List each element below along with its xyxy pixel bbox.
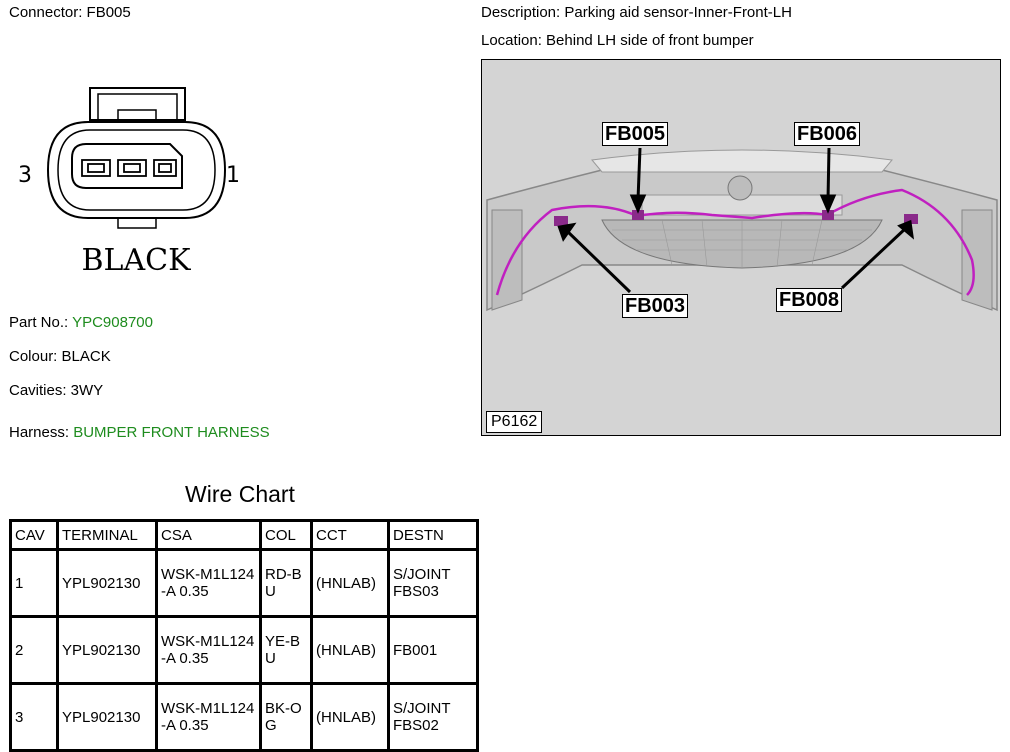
- cell-csa: WSK-M1L124-A 0.35: [155, 682, 262, 752]
- cell-cct: (HNLAB): [310, 615, 390, 685]
- table-row: 2 YPL902130 WSK-M1L124-A 0.35 YE-BU (HNL…: [9, 615, 479, 685]
- harness-row: Harness: BUMPER FRONT HARNESS: [9, 424, 270, 441]
- cell-destn: S/JOINT FBS02: [387, 682, 479, 752]
- header-col: COL: [259, 519, 313, 551]
- cell-col: RD-BU: [259, 548, 313, 618]
- cell-cct: (HNLAB): [310, 682, 390, 752]
- connector-face-diagram: 3 1 BLACK: [18, 87, 240, 278]
- harness-label: Harness:: [9, 424, 74, 441]
- cell-cct: (HNLAB): [310, 548, 390, 618]
- cell-destn: S/JOINT FBS03: [387, 548, 479, 618]
- cell-terminal: YPL902130: [56, 682, 158, 752]
- table-row: 1 YPL902130 WSK-M1L124-A 0.35 RD-BU (HNL…: [9, 548, 479, 618]
- cell-cav: 3: [9, 682, 59, 752]
- part-number-label: Part No.:: [9, 314, 73, 331]
- header-cav: CAV: [9, 519, 59, 551]
- cell-col: BK-OG: [259, 682, 313, 752]
- cell-csa: WSK-M1L124-A 0.35: [155, 548, 262, 618]
- callout-fb003: FB003: [622, 294, 689, 318]
- bumper-location-photo: FB005 FB006 FB003 FB008 P6162: [481, 59, 1001, 436]
- cell-csa: WSK-M1L124-A 0.35: [155, 615, 262, 685]
- part-number-link[interactable]: YPC908700: [72, 314, 153, 331]
- header-cct: CCT: [310, 519, 390, 551]
- location-text: Location: Behind LH side of front bumper: [481, 32, 754, 49]
- cell-terminal: YPL902130: [56, 548, 158, 618]
- cavities-text: Cavities: 3WY: [9, 382, 104, 399]
- cell-col: YE-BU: [259, 615, 313, 685]
- cell-destn: FB001: [387, 615, 479, 685]
- part-number-row: Part No.: YPC908700: [9, 314, 153, 331]
- photo-ref-label: P6162: [486, 411, 543, 433]
- table-row: 3 YPL902130 WSK-M1L124-A 0.35 BK-OG (HNL…: [9, 682, 479, 752]
- colour-text: Colour: BLACK: [9, 348, 111, 365]
- connector-label: Connector: FB005: [9, 4, 131, 21]
- wire-chart-title: Wire Chart: [185, 481, 295, 507]
- cell-cav: 2: [9, 615, 59, 685]
- pin-1-label: 1: [226, 163, 240, 188]
- header-csa: CSA: [155, 519, 262, 551]
- callout-fb005: FB005: [602, 122, 669, 146]
- harness-link[interactable]: BUMPER FRONT HARNESS: [73, 424, 270, 441]
- header-terminal: TERMINAL: [56, 519, 158, 551]
- header-destn: DESTN: [387, 519, 479, 551]
- wire-chart-table: CAV TERMINAL CSA COL CCT DESTN 1 YPL9021…: [9, 519, 479, 752]
- cell-terminal: YPL902130: [56, 615, 158, 685]
- callout-fb006: FB006: [794, 122, 861, 146]
- pin-3-label: 3: [18, 163, 32, 188]
- table-header-row: CAV TERMINAL CSA COL CCT DESTN: [9, 519, 479, 551]
- description-text: Description: Parking aid sensor-Inner-Fr…: [481, 4, 792, 21]
- cell-cav: 1: [9, 548, 59, 618]
- connector-color-caption: BLACK: [82, 243, 192, 278]
- callout-fb008: FB008: [776, 288, 843, 312]
